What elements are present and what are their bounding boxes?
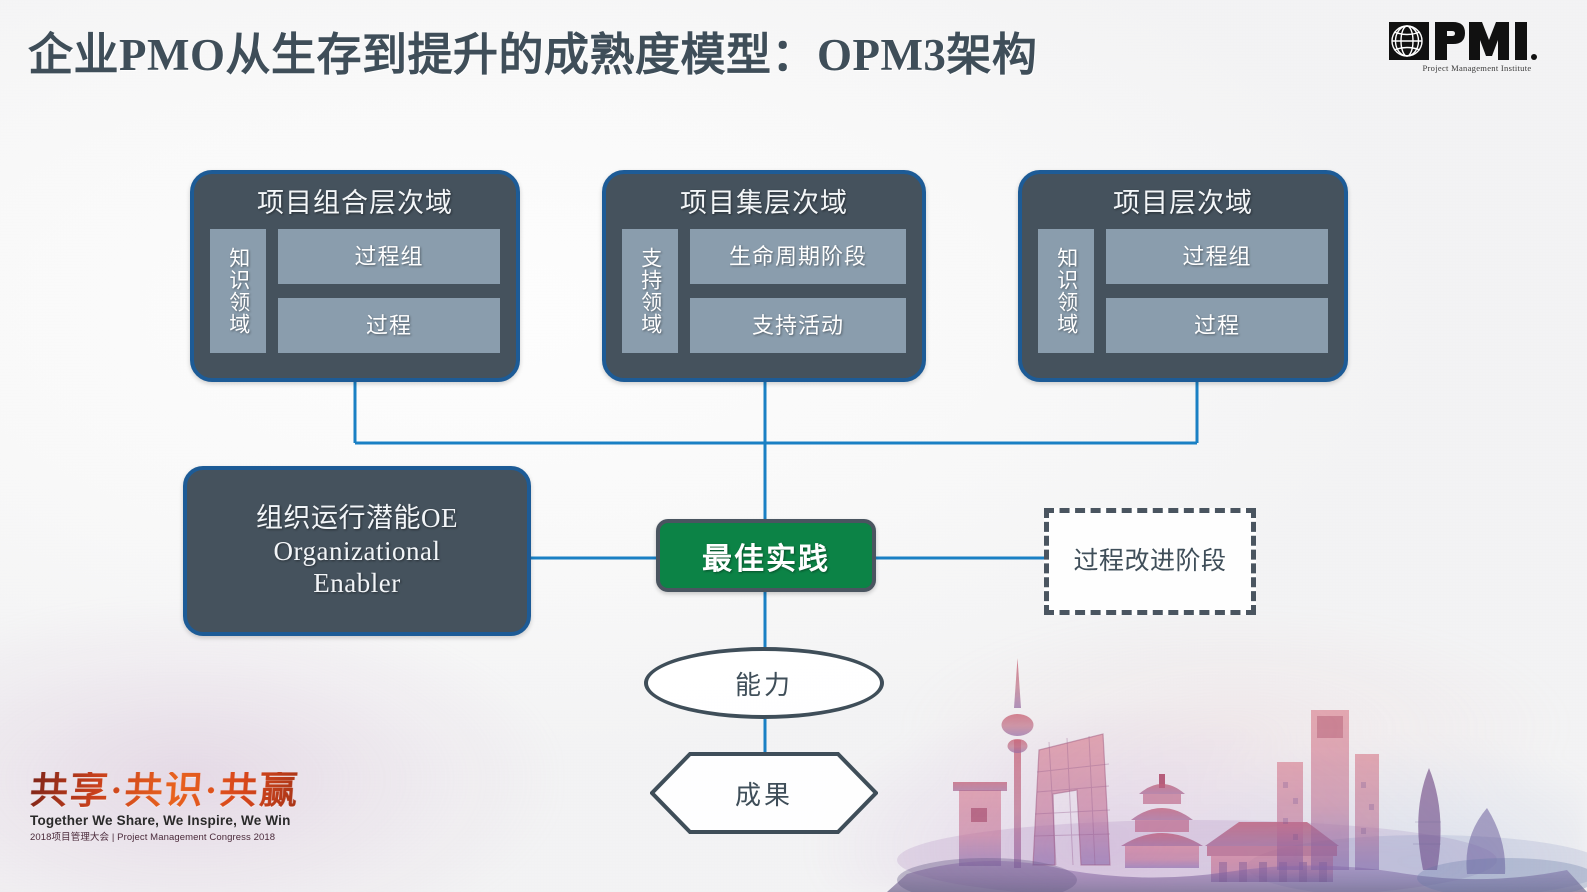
outcome-label: 成果 <box>734 780 793 810</box>
congress-slogan-cn: 共享·共识·共赢 <box>29 770 332 812</box>
domain-cell-stack: 过程组 过程 <box>278 229 500 353</box>
domain-cell[interactable]: 生命周期阶段 <box>690 229 906 284</box>
domain-cell-stack: 过程组 过程 <box>1106 229 1328 353</box>
organizational-enabler-box[interactable]: 组织运行潜能OE Organizational Enabler <box>183 466 531 636</box>
domain-side-cell[interactable]: 知识领域 <box>1038 229 1094 353</box>
oe-line-2: Organizational <box>273 535 441 566</box>
beijing-skyline-illustration <box>867 622 1587 892</box>
pmi-logo: Project Management Institute <box>1387 20 1567 78</box>
domain-body: 知识领域 过程组 过程 <box>1022 217 1344 367</box>
domain-title: 项目组合层次域 <box>257 188 453 218</box>
oe-line-3: Enabler <box>313 568 401 599</box>
domain-box-project[interactable]: 项目层次域 知识领域 过程组 过程 <box>1018 170 1348 382</box>
pmi-tagline: Project Management Institute <box>1422 63 1532 73</box>
congress-subline: 2018项目管理大会 | Project Management Congress… <box>30 832 276 843</box>
pmi-logo-mark <box>1389 22 1537 60</box>
best-practice-label: 最佳实践 <box>702 542 830 576</box>
background-watercolor-wash <box>0 600 560 892</box>
domain-title: 项目集层次域 <box>680 188 848 218</box>
organizational-enabler-text: 组织运行潜能OE Organizational Enabler <box>248 502 466 601</box>
oe-line-1: 组织运行潜能OE <box>256 502 458 533</box>
domain-cell[interactable]: 过程 <box>278 298 500 353</box>
capability-label: 能力 <box>734 670 793 700</box>
domain-side-cell[interactable]: 知识领域 <box>210 229 266 353</box>
hexagon-shape <box>650 752 878 834</box>
congress-slogan-en: Together We Share, We Inspire, We Win <box>30 813 291 828</box>
process-improvement-stage-box[interactable]: 过程改进阶段 <box>1044 508 1256 615</box>
domain-title: 项目层次域 <box>1113 188 1253 218</box>
domain-box-program[interactable]: 项目集层次域 支持领域 生命周期阶段 支持活动 <box>602 170 926 382</box>
congress-logo: 共享·共识·共赢 Together We Share, We Inspire, … <box>29 770 332 843</box>
page-title: 企业PMO从生存到提升的成熟度模型：OPM3架构 <box>28 30 1038 80</box>
domain-body: 知识领域 过程组 过程 <box>194 217 516 367</box>
capability-ellipse[interactable]: 能力 <box>644 647 884 719</box>
outcome-hexagon[interactable]: 成果 <box>650 752 878 834</box>
domain-cell[interactable]: 过程组 <box>278 229 500 284</box>
domain-cell[interactable]: 过程组 <box>1106 229 1328 284</box>
domain-cell[interactable]: 支持活动 <box>690 298 906 353</box>
domain-cell[interactable]: 过程 <box>1106 298 1328 353</box>
domain-side-cell[interactable]: 支持领域 <box>622 229 678 353</box>
domain-body: 支持领域 生命周期阶段 支持活动 <box>606 217 922 367</box>
process-improvement-stage-label: 过程改进阶段 <box>1073 547 1227 575</box>
domain-box-portfolio[interactable]: 项目组合层次域 知识领域 过程组 过程 <box>190 170 520 382</box>
domain-cell-stack: 生命周期阶段 支持活动 <box>690 229 906 353</box>
best-practice-box[interactable]: 最佳实践 <box>656 519 876 592</box>
